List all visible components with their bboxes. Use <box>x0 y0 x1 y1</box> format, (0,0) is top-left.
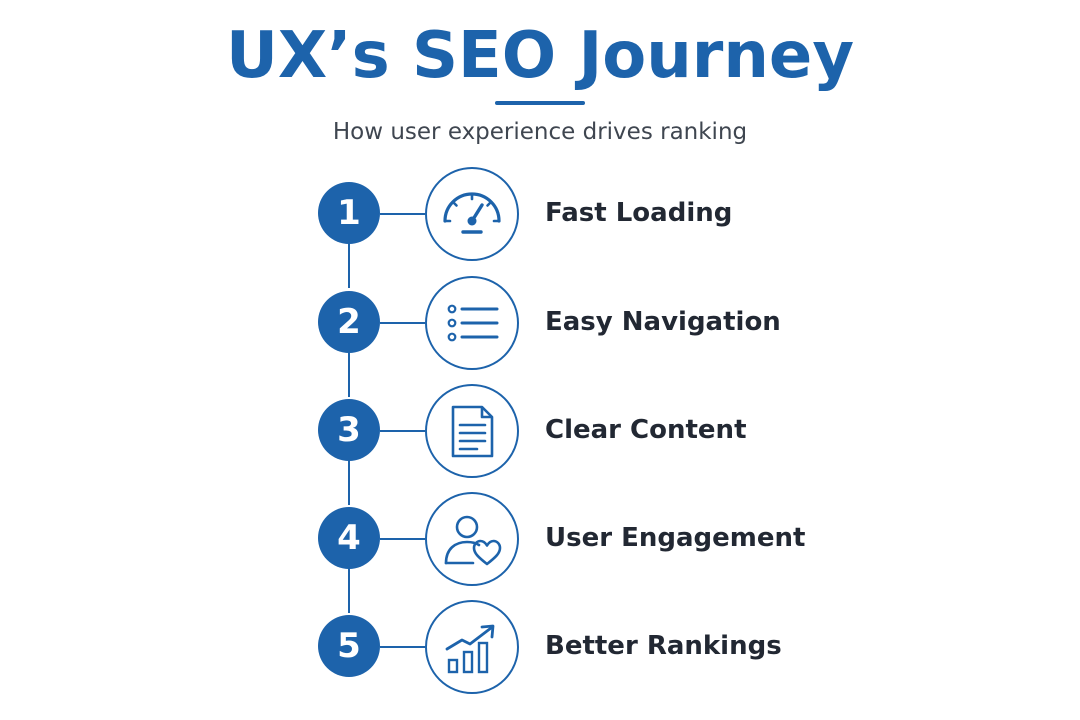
step-number-badge: 2 <box>318 291 380 353</box>
timeline-connector <box>348 460 350 505</box>
page-title: UX’s SEO Journey <box>225 19 855 93</box>
step-clear-content: 3 Clear Content <box>0 379 1080 479</box>
step-connector <box>380 213 425 215</box>
step-icon-circle <box>425 384 519 478</box>
step-fast-loading: 1 Fast Loading <box>0 162 1080 262</box>
page-subtitle: How user experience drives ranking <box>332 119 748 145</box>
step-number-badge: 5 <box>318 615 380 677</box>
user-heart-icon <box>444 515 502 566</box>
step-icon-circle <box>425 276 519 370</box>
step-label: Clear Content <box>545 415 747 445</box>
step-label: Easy Navigation <box>545 307 781 337</box>
step-number-badge: 1 <box>318 182 380 244</box>
step-number-badge: 4 <box>318 507 380 569</box>
step-connector <box>380 538 425 540</box>
timeline-connector <box>348 352 350 397</box>
step-icon-circle <box>425 492 519 586</box>
title-underline <box>495 101 585 105</box>
step-label: User Engagement <box>545 523 806 553</box>
timeline-connector <box>348 568 350 613</box>
step-icon-circle <box>425 600 519 694</box>
growth-chart-icon <box>445 624 495 674</box>
step-user-engagement: 4 User Engagement <box>0 487 1080 587</box>
step-easy-navigation: 2 Easy Navigation <box>0 271 1080 371</box>
step-connector <box>380 646 425 648</box>
speedometer-icon <box>443 192 501 234</box>
list-icon <box>447 304 499 342</box>
step-connector <box>380 430 425 432</box>
step-label: Better Rankings <box>545 631 782 661</box>
step-connector <box>380 322 425 324</box>
step-number-badge: 3 <box>318 399 380 461</box>
step-better-rankings: 5 Better Rankings <box>0 595 1080 695</box>
step-icon-circle <box>425 167 519 261</box>
timeline-connector <box>348 243 350 288</box>
step-label: Fast Loading <box>545 198 733 228</box>
document-icon <box>451 405 494 458</box>
